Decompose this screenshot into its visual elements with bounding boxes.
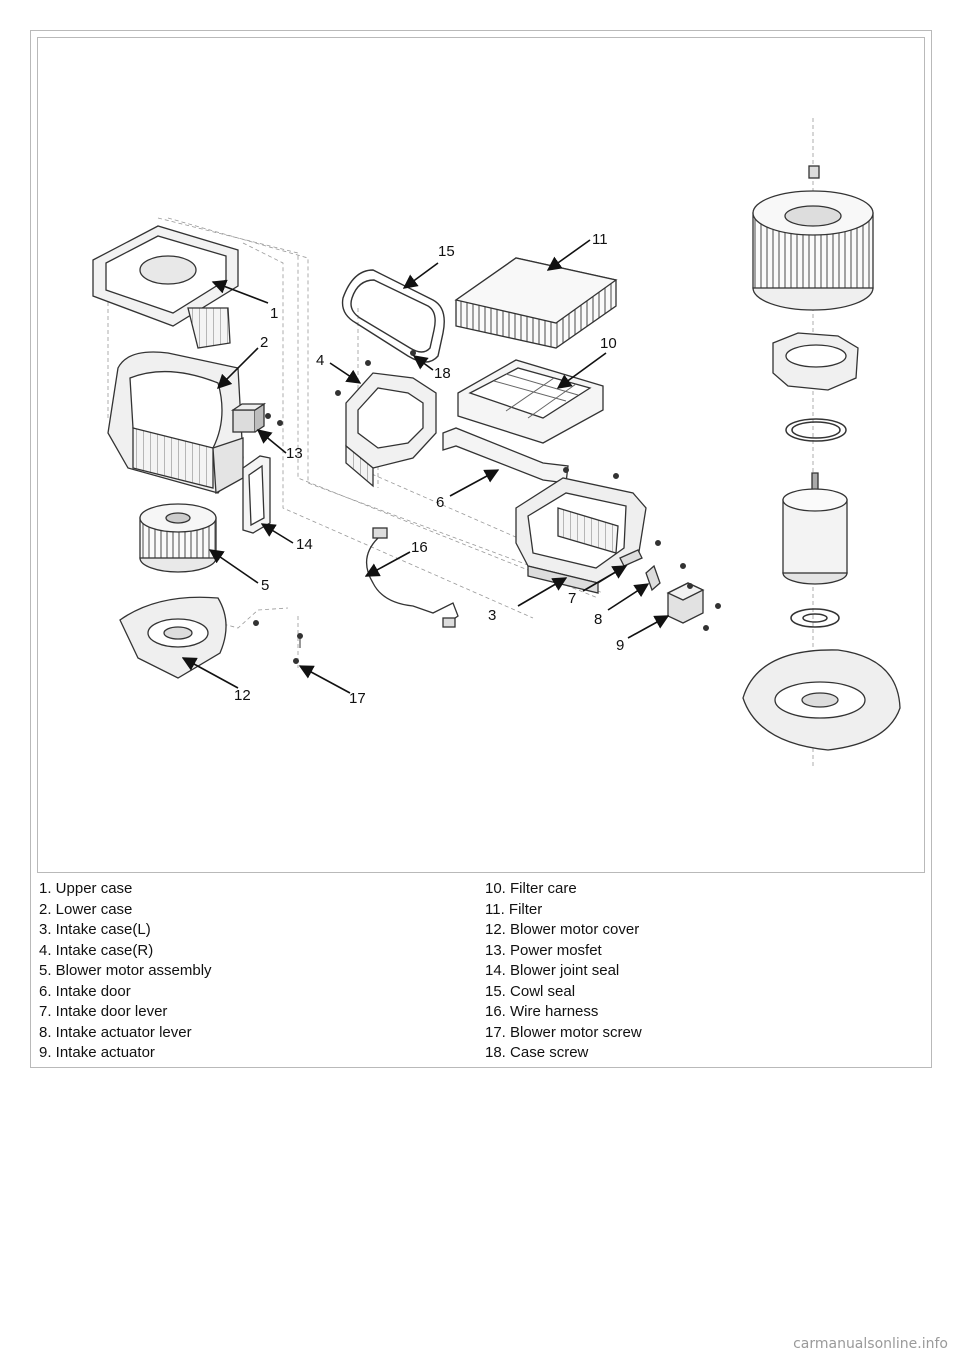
- part-wire-harness: [366, 527, 459, 628]
- legend-item: 6. Intake door: [39, 982, 131, 1000]
- part-filter-care: [457, 359, 604, 444]
- callout-8: 8: [594, 611, 602, 628]
- exploded-view-drawing: 1 2 3 4 5 6 7 8 9 10 11 12 13 14 15 16 1…: [92, 118, 901, 768]
- part-motor-cover-large: [742, 649, 901, 751]
- part-intake-actuator-lever: [645, 564, 661, 592]
- legend-item: 9. Intake actuator: [39, 1044, 155, 1061]
- part-upper-case: [92, 225, 239, 349]
- part-motor-mount-ring: [772, 332, 859, 391]
- legend-item: 8. Intake actuator lever: [39, 1023, 192, 1041]
- legend-item: 11. Filter: [485, 900, 543, 918]
- callout-9: 9: [616, 637, 624, 654]
- callout-17: 17: [349, 690, 366, 707]
- legend-item: 10. Filter care: [485, 880, 577, 897]
- callout-5: 5: [261, 577, 269, 594]
- part-intake-actuator: [666, 582, 705, 624]
- legend-item: 18. Case screw: [485, 1044, 589, 1061]
- callout-14: 14: [296, 536, 313, 553]
- callout-1: 1: [270, 305, 278, 322]
- part-gasket-ring: [785, 418, 847, 442]
- callout-arrows: [181, 239, 670, 694]
- legend-item: 13. Power mosfet: [485, 941, 602, 959]
- callout-10: 10: [600, 335, 617, 352]
- legend-item: 17. Blower motor screw: [485, 1023, 642, 1041]
- legend-item: 5. Blower motor assembly: [39, 962, 212, 979]
- callout-2: 2: [260, 334, 268, 351]
- part-power-mosfet: [230, 402, 267, 433]
- exploded-view-figure: 1 2 3 4 5 6 7 8 9 10 11 12 13 14 15 16 1…: [37, 37, 925, 873]
- watermark-text: carmanualsonline.info: [793, 1336, 948, 1352]
- legend-item: 16. Wire harness: [485, 1003, 599, 1020]
- legend-item: 7. Intake door lever: [39, 1003, 168, 1020]
- part-intake-case-r: [345, 372, 437, 488]
- legend-item: 1. Upper case: [39, 880, 133, 897]
- screws: [253, 350, 721, 664]
- legend-item: 2. Lower case: [39, 900, 133, 918]
- callout-3: 3: [488, 607, 496, 624]
- legend-column-right: 10. Filter care 11. Filter 12. Blower mo…: [485, 879, 642, 1064]
- part-cowl-seal: [341, 269, 445, 363]
- part-blower-motor-assembly: [139, 503, 217, 573]
- callout-6: 6: [436, 494, 444, 511]
- part-motor-washer: [790, 608, 840, 628]
- part-lower-case: [107, 351, 244, 495]
- part-blower-motor: [782, 472, 848, 585]
- part-intake-door-lever: [619, 549, 643, 567]
- part-filter: [454, 257, 618, 349]
- legend-item: 3. Intake case(L): [39, 921, 151, 938]
- callout-4: 4: [316, 352, 324, 369]
- diagram-frame: 1 2 3 4 5 6 7 8 9 10 11 12 13 14 15 16 1…: [30, 30, 932, 1068]
- callout-13: 13: [286, 445, 303, 462]
- part-blower-motor-cover: [119, 596, 227, 679]
- callout-18: 18: [434, 365, 451, 382]
- callout-11: 11: [592, 231, 608, 248]
- legend-item: 15. Cowl seal: [485, 982, 576, 1000]
- legend-item: 12. Blower motor cover: [485, 921, 640, 938]
- legend-item: 4. Intake case(R): [39, 941, 154, 959]
- callout-15: 15: [438, 243, 455, 260]
- callout-12: 12: [234, 687, 251, 704]
- part-intake-case-l: [515, 477, 647, 594]
- part-blower-fan-wheel: [752, 165, 874, 311]
- legend-column-left: 1. Upper case 2. Lower case 3. Intake ca…: [39, 879, 212, 1064]
- parts-legend: 1. Upper case 2. Lower case 3. Intake ca…: [37, 879, 925, 1063]
- callout-16: 16: [411, 539, 428, 556]
- callout-7: 7: [568, 590, 576, 607]
- legend-item: 14. Blower joint seal: [485, 962, 620, 979]
- part-blower-joint-seal: [242, 455, 271, 534]
